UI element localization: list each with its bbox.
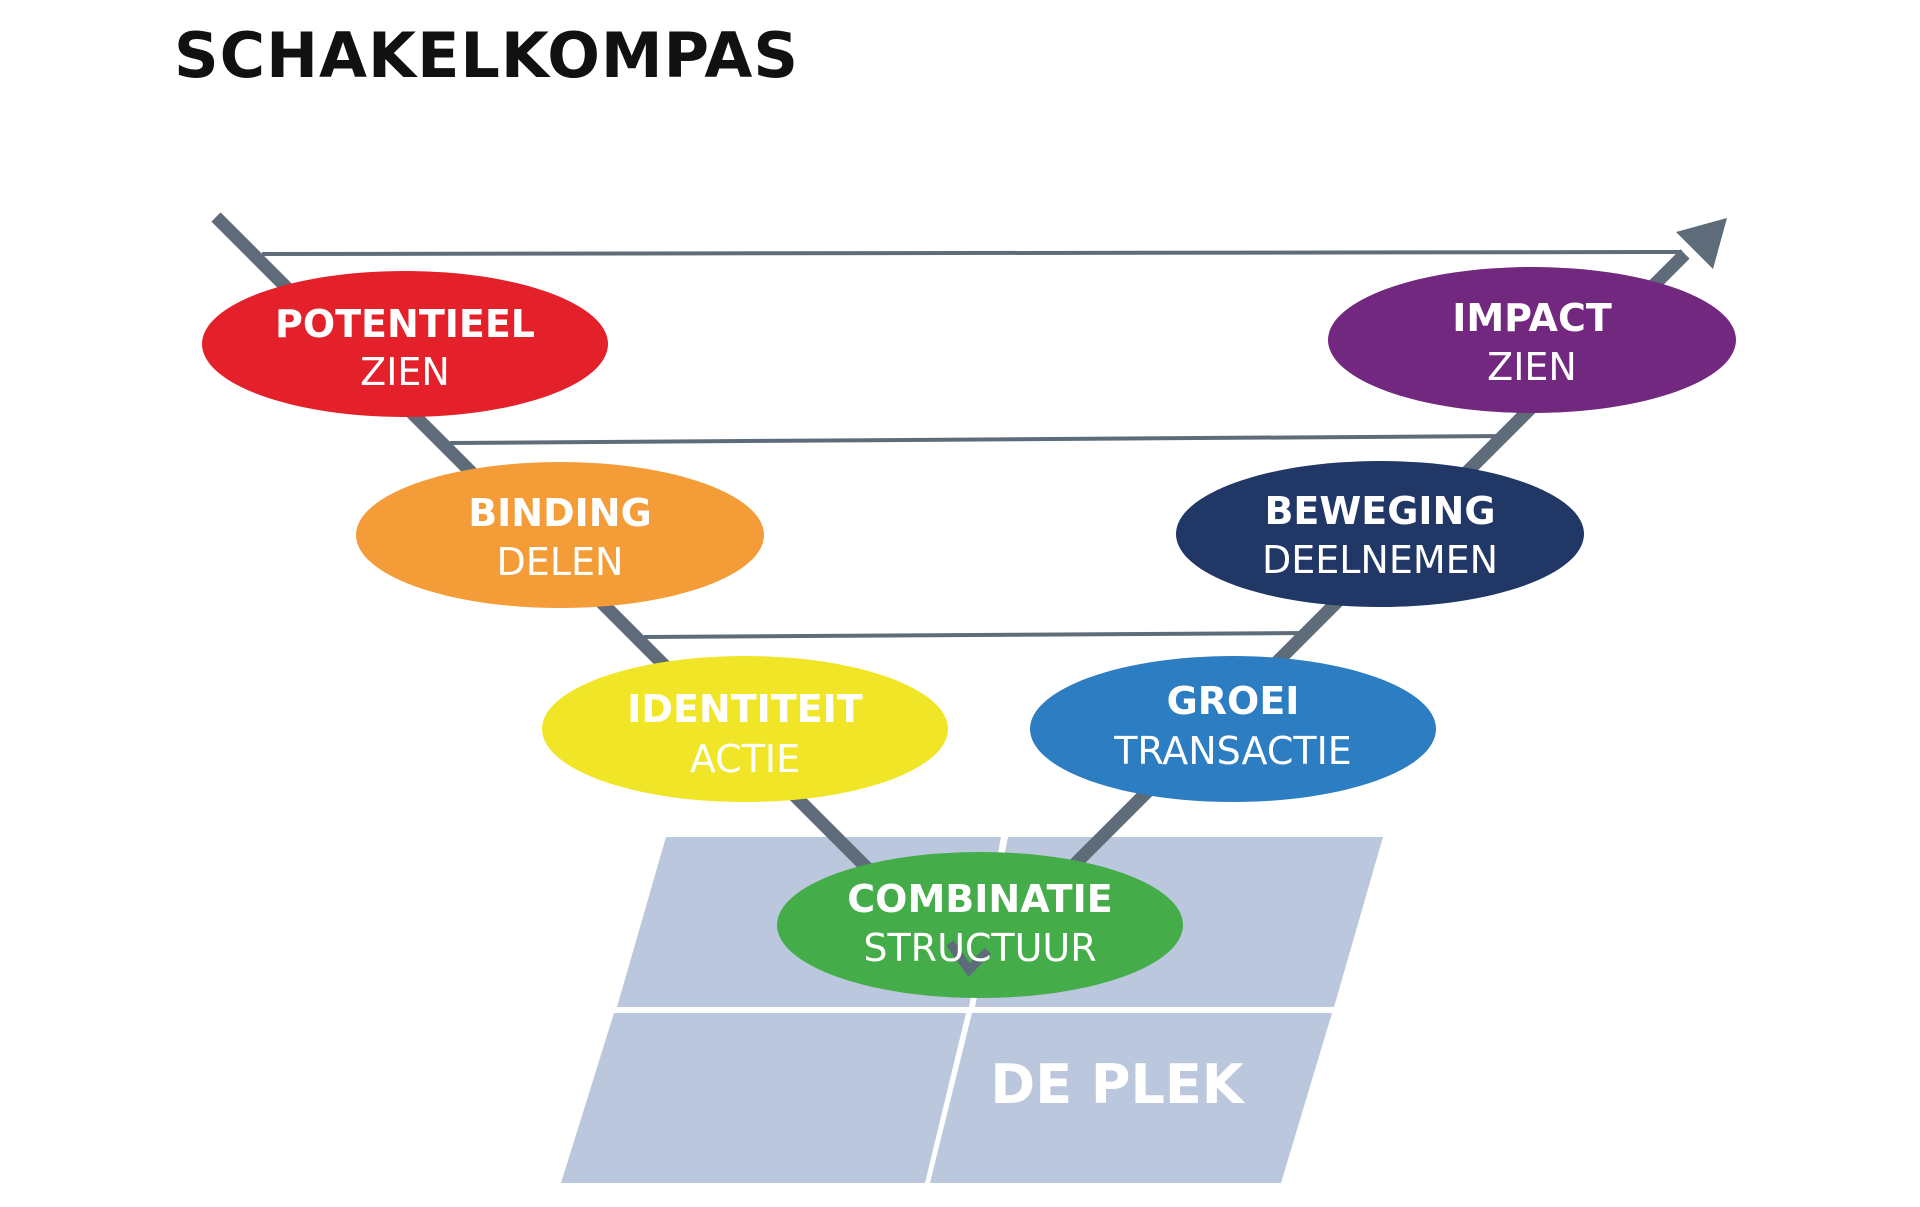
node-groei: GROEI TRANSACTIE (1030, 656, 1436, 802)
node-impact: IMPACT ZIEN (1328, 267, 1736, 413)
node-identiteit-subtitle: ACTIE (690, 737, 800, 781)
page-title: SCHAKELKOMPAS (174, 19, 799, 92)
node-beweging-subtitle: DEELNEMEN (1262, 538, 1498, 582)
node-combinatie-ellipse (777, 852, 1183, 998)
node-beweging: BEWEGING DEELNEMEN (1176, 461, 1584, 607)
node-beweging-title: BEWEGING (1264, 489, 1495, 533)
node-combinatie: COMBINATIE STRUCTUUR (777, 852, 1183, 998)
path-arrow-tip (946, 940, 992, 977)
place-label: DE PLEK (990, 1053, 1245, 1116)
node-binding-title: BINDING (468, 491, 652, 535)
node-groei-title: GROEI (1167, 679, 1300, 723)
node-impact-title: IMPACT (1452, 296, 1612, 340)
node-identiteit: IDENTITEIT ACTIE (542, 656, 948, 802)
connector-line-bottom (643, 631, 1313, 639)
node-binding-ellipse (356, 462, 764, 608)
level-connectors (261, 250, 1683, 639)
node-potentieel-ellipse (202, 271, 608, 417)
node-potentieel-subtitle: ZIEN (360, 350, 450, 394)
node-combinatie-title: COMBINATIE (847, 877, 1112, 921)
node-identiteit-title: IDENTITEIT (627, 687, 863, 731)
arrowhead-icon (1676, 218, 1727, 269)
node-potentieel: POTENTIEEL ZIEN (202, 271, 608, 417)
place-tile-bottom-right (930, 1013, 1332, 1183)
node-combinatie-subtitle: STRUCTUUR (863, 926, 1096, 970)
node-identiteit-ellipse (542, 656, 948, 802)
node-binding: BINDING DELEN (356, 462, 764, 608)
connector-line-top (261, 250, 1683, 256)
node-beweging-ellipse (1176, 461, 1584, 607)
node-impact-ellipse (1328, 267, 1736, 413)
connector-line-middle (449, 434, 1507, 445)
node-impact-subtitle: ZIEN (1487, 345, 1577, 389)
node-groei-ellipse (1030, 656, 1436, 802)
node-groei-subtitle: TRANSACTIE (1113, 729, 1352, 773)
node-potentieel-title: POTENTIEEL (275, 302, 535, 346)
place-tile-bottom-left (561, 1013, 966, 1183)
node-binding-subtitle: DELEN (497, 540, 624, 584)
